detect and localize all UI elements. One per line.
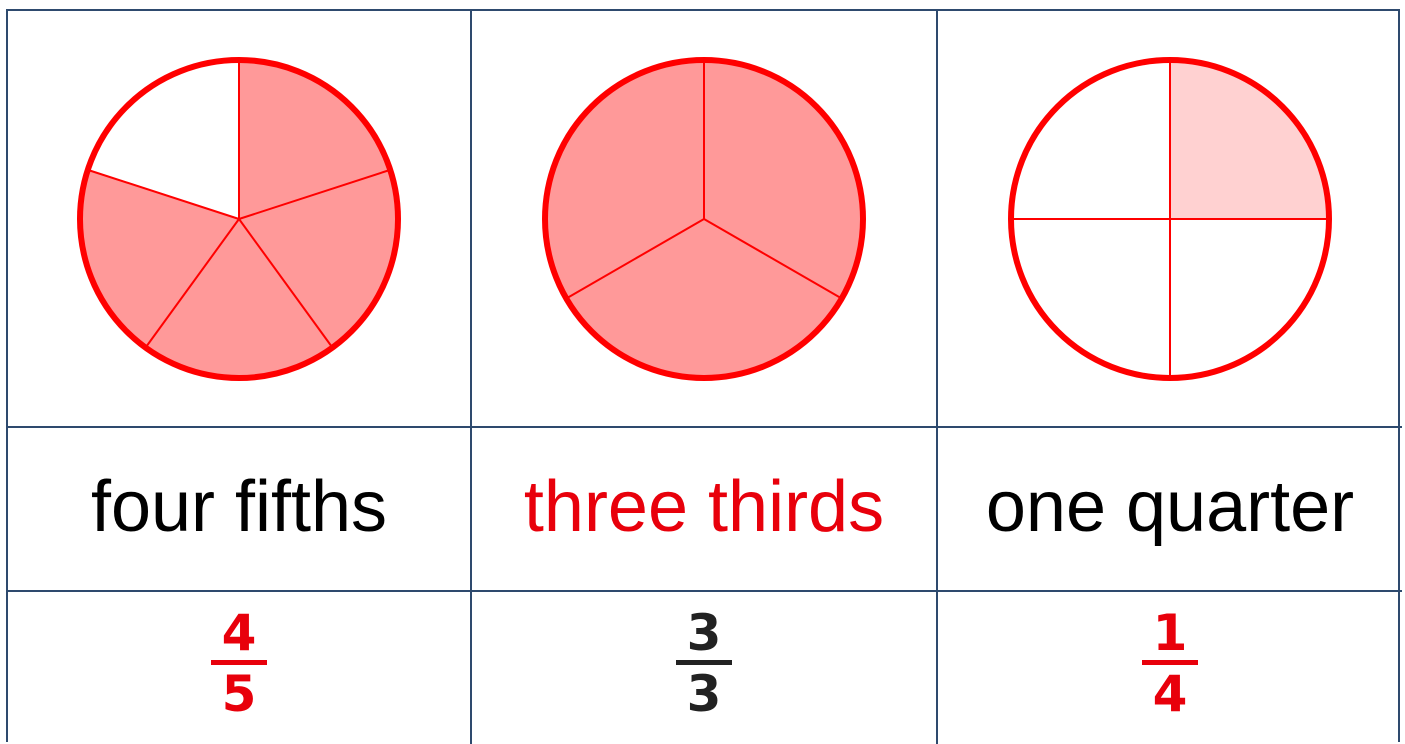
pie-outline: [1008, 56, 1332, 381]
pie-divider: [703, 217, 843, 299]
fraction-bar-3: [1142, 659, 1198, 665]
fraction-bar-1: [211, 659, 267, 665]
pie-divider: [238, 168, 391, 220]
pie-slice-shaded: [545, 59, 704, 298]
fraction-3: 1 4: [1142, 608, 1198, 719]
pie-divider: [238, 217, 334, 348]
numerator-2: 3: [686, 603, 722, 662]
pie-cell-2: [472, 11, 938, 428]
pie-outline: [542, 56, 866, 381]
fraction-bar-2: [676, 659, 732, 665]
fraction-words-2: three thirds: [523, 467, 885, 547]
pie-cell-1: [8, 11, 472, 428]
pie-slice-shaded: [80, 169, 239, 348]
fraction-words-1: four fifths: [90, 467, 388, 547]
denominator-1: 5: [221, 664, 257, 723]
pie-slice-shaded: [239, 169, 398, 348]
fraction-cell-1: 4 5: [8, 592, 472, 744]
pie-divider: [565, 217, 705, 299]
fraction-1: 4 5: [211, 608, 267, 719]
pie-one-quarter: [1008, 56, 1332, 381]
words-cell-2: three thirds: [472, 428, 938, 592]
pie-divider: [144, 217, 240, 348]
denominator-3: 4: [1152, 664, 1188, 723]
pie-slice-shaded: [1170, 59, 1329, 219]
words-cell-3: one quarter: [938, 428, 1402, 592]
numerator-3: 1: [1152, 603, 1188, 662]
fraction-2: 3 3: [676, 608, 732, 719]
pie-four-fifths: [77, 56, 401, 381]
words-cell-1: four fifths: [8, 428, 472, 592]
numerator-1: 4: [221, 603, 257, 662]
pie-divider: [87, 168, 240, 220]
fraction-table: four fifths three thirds one quarter 4 5…: [6, 9, 1402, 744]
pie-slice-shaded: [239, 59, 391, 219]
pie-slice-shaded: [704, 59, 863, 298]
pie-outline: [77, 56, 401, 381]
fraction-cell-2: 3 3: [472, 592, 938, 744]
pie-three-thirds: [542, 56, 866, 381]
denominator-2: 3: [686, 664, 722, 723]
fraction-cell-3: 1 4: [938, 592, 1402, 744]
pie-cell-3: [938, 11, 1402, 428]
pie-slice-shaded: [145, 218, 333, 378]
fraction-words-3: one quarter: [985, 467, 1355, 547]
